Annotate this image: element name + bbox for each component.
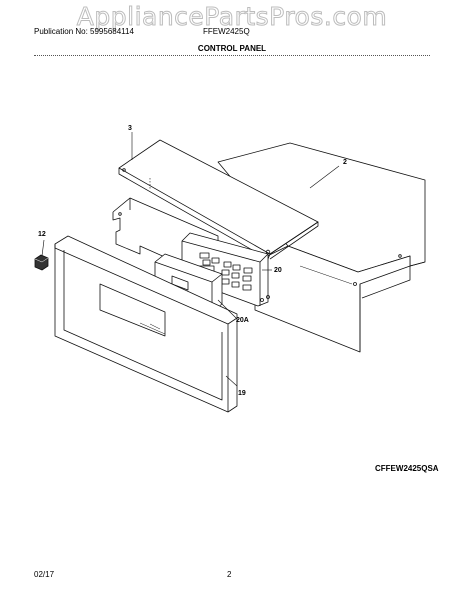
- callout-12: 12: [38, 231, 46, 238]
- model-number: FFEW2425Q: [203, 27, 250, 36]
- publication-number: Publication No: 5995684114: [34, 27, 134, 36]
- knob-part: [34, 254, 49, 271]
- footer-date: 02/17: [34, 570, 55, 579]
- console-housing: [217, 142, 426, 353]
- section-title: CONTROL PANEL: [197, 44, 267, 53]
- callout-3: 3: [128, 125, 132, 132]
- callout-19: 19: [238, 390, 246, 397]
- callout-2: 2: [343, 159, 347, 166]
- callout-20: 20: [274, 267, 282, 274]
- diagram-code: CFFEW2425QSA: [375, 464, 439, 473]
- header-rule: [34, 55, 430, 56]
- page-number: 2: [227, 570, 232, 579]
- leader-lines: [41, 132, 340, 387]
- callout-20a: 20A: [236, 317, 249, 324]
- control-board: [181, 232, 270, 307]
- front-panel: [54, 235, 238, 413]
- top-plate: [118, 139, 319, 260]
- watermark: AppliancePartsPros.com: [76, 2, 388, 32]
